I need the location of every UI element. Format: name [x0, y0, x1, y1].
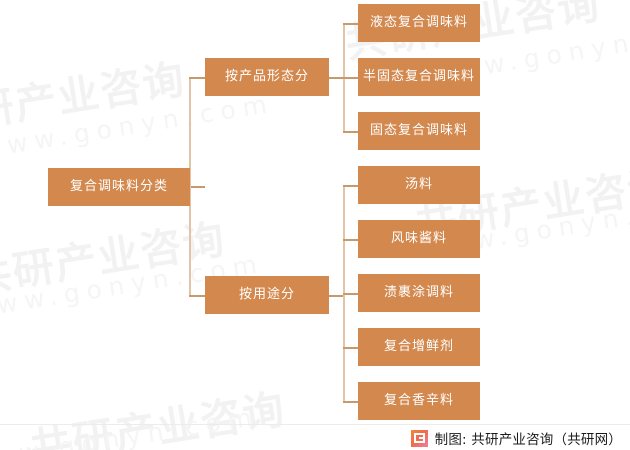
footer-credit: 制图: 共研产业咨询（共研网） [410, 428, 622, 448]
node-leaf-flavored-sauce[interactable]: 风味酱料 [358, 220, 480, 258]
node-leaf-semisolid-compound[interactable]: 半固态复合调味料 [358, 58, 480, 96]
node-leaf-umami-enhancer[interactable]: 复合增鲜剂 [358, 328, 480, 366]
watermark-brand: 共研产业咨询 [0, 214, 230, 303]
connector-branch-1-in [189, 77, 206, 79]
connector-leaf-link [343, 347, 359, 349]
node-leaf-soup-base[interactable]: 汤料 [358, 166, 480, 204]
node-branch-by-product-form[interactable]: 按产品形态分 [205, 58, 329, 96]
connector-leaf-link [343, 293, 359, 295]
node-root[interactable]: 复合调味料分类 [48, 168, 190, 206]
connector-leaf-link [343, 401, 359, 403]
node-leaf-liquid-compound[interactable]: 液态复合调味料 [358, 4, 480, 42]
node-leaf-compound-spice[interactable]: 复合香辛料 [358, 382, 480, 420]
node-branch-by-use[interactable]: 按用途分 [205, 276, 329, 314]
connector-branch-2-in [189, 295, 206, 297]
footer-divider [0, 424, 630, 425]
connector-leaf-link [343, 239, 359, 241]
watermark-brand: 共研产业咨询 [0, 54, 190, 143]
watermark-url: www.gonyn.com [0, 88, 276, 164]
gonyn-logo-icon [410, 429, 428, 447]
connector-branch-1-out [329, 77, 344, 79]
watermark-brand: 共研产业咨询 [26, 384, 290, 450]
connector-root-stub [190, 186, 205, 188]
node-leaf-marinade-coating[interactable]: 渍裹涂调料 [358, 274, 480, 312]
connector-leaf-link [343, 23, 359, 25]
connector-branch-2-out [329, 295, 344, 297]
connector-leaf-link [343, 77, 359, 79]
connector-trunk [189, 77, 191, 296]
connector-leaf-link [343, 185, 359, 187]
watermark-url: www.gonyn.com [0, 401, 261, 450]
footer-credit-text: 制图: 共研产业咨询（共研网） [434, 432, 622, 448]
connector-leaf-link [343, 131, 359, 133]
node-leaf-solid-compound[interactable]: 固态复合调味料 [358, 112, 480, 150]
